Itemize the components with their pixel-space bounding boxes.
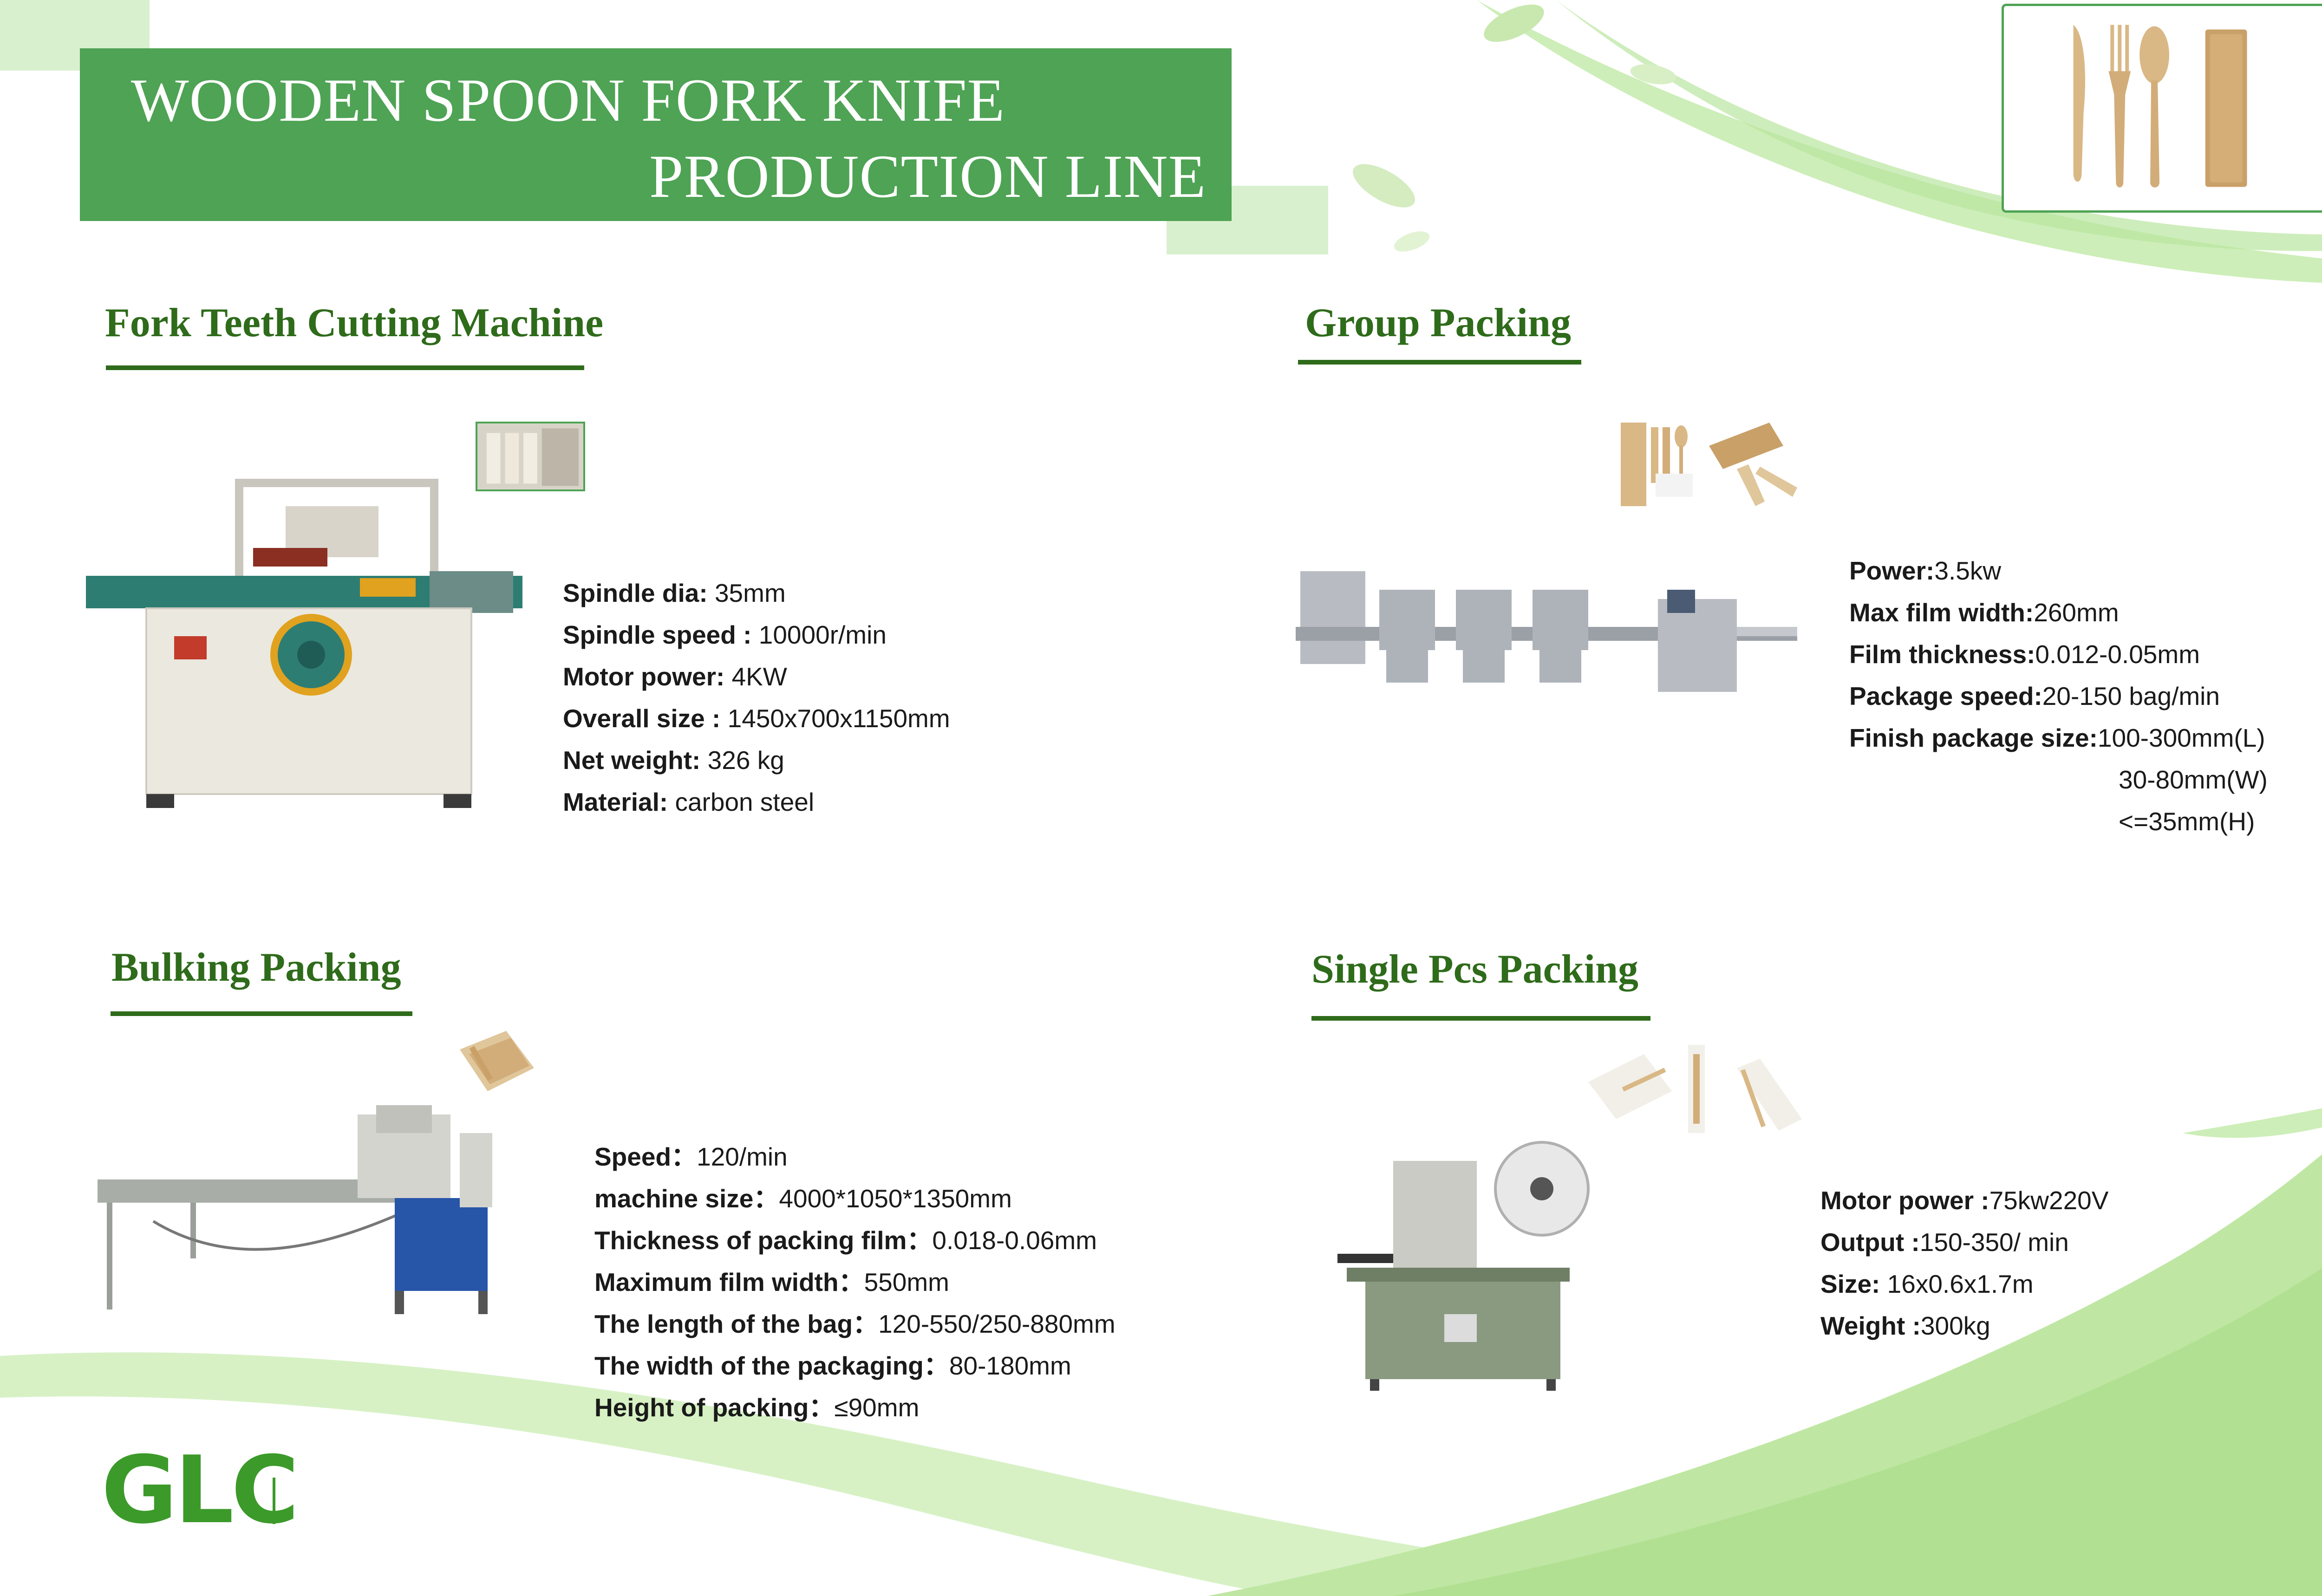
spec-row: Overall size : 1450x700x1150mm bbox=[563, 697, 950, 739]
section-underline-single-pcs bbox=[1311, 1016, 1650, 1021]
spec-label: Motor power : bbox=[1820, 1186, 1989, 1215]
spec-value: 120/min bbox=[697, 1142, 788, 1171]
spec-label: Overall size : bbox=[563, 704, 721, 733]
section-heading-group-packing: Group Packing bbox=[1305, 300, 1571, 345]
group-pack-samples-image bbox=[1616, 418, 1802, 511]
spec-value: 326 kg bbox=[700, 746, 784, 775]
spec-label: Film thickness: bbox=[1849, 640, 2035, 669]
spec-value: 80-180mm bbox=[949, 1351, 1071, 1380]
spec-row: Material: carbon steel bbox=[563, 781, 950, 823]
spec-label: Power: bbox=[1849, 556, 1935, 585]
spec-label: Speed： bbox=[594, 1142, 697, 1171]
spec-value: 35mm bbox=[707, 579, 786, 607]
spec-value: 120-550/250-880mm bbox=[878, 1309, 1115, 1338]
spec-value: 10000r/min bbox=[751, 620, 887, 649]
spec-row: Max film width:260mm bbox=[1849, 592, 2268, 633]
spec-value: 550mm bbox=[864, 1268, 949, 1296]
group-packing-specs: Power:3.5kw Max film width:260mm Film th… bbox=[1849, 550, 2268, 842]
single-pcs-specs: Motor power :75kw220V Output :150-350/ m… bbox=[1820, 1179, 2108, 1347]
bulking-packing-specs: Speed：120/min machine size：4000*1050*135… bbox=[594, 1136, 1115, 1428]
spec-row: Size: 16x0.6x1.7m bbox=[1820, 1263, 2108, 1305]
page-title-line-1: WOODEN SPOON FORK KNIFE bbox=[131, 66, 1005, 134]
spec-value: 260mm bbox=[2034, 598, 2119, 627]
spec-row: Thickness of packing film：0.018-0.06mm bbox=[594, 1219, 1115, 1261]
spec-row: Spindle speed : 10000r/min bbox=[563, 614, 950, 656]
spec-value: carbon steel bbox=[668, 788, 815, 816]
spec-row: Output :150-350/ min bbox=[1820, 1221, 2108, 1263]
section-heading-fork-teeth: Fork Teeth Cutting Machine bbox=[105, 300, 604, 345]
spec-row-continued: <=35mm(H) bbox=[2119, 807, 2255, 836]
spec-value: 3.5kw bbox=[1934, 556, 2002, 585]
spec-label: Weight : bbox=[1820, 1311, 1921, 1340]
spec-label: Maximum film width： bbox=[594, 1268, 864, 1296]
section-underline-group-packing bbox=[1298, 360, 1581, 365]
spec-label: Material: bbox=[563, 788, 668, 816]
single-pack-samples-image bbox=[1584, 1040, 1807, 1138]
spec-label: Net weight: bbox=[563, 746, 701, 775]
section-underline-fork-teeth bbox=[106, 365, 584, 370]
group-packing-machine-image bbox=[1296, 562, 1797, 701]
spec-value: 150-350/ min bbox=[1919, 1228, 2069, 1257]
section-underline-bulking-packing bbox=[111, 1011, 412, 1016]
spec-row: Film thickness:0.012-0.05mm bbox=[1849, 633, 2268, 675]
section-heading-single-pcs: Single Pcs Packing bbox=[1311, 947, 1639, 992]
brand-logo: GLC bbox=[101, 1436, 299, 1544]
cutlery-photo-frame bbox=[2002, 4, 2322, 213]
spec-label: machine size： bbox=[594, 1184, 779, 1213]
spec-row: Net weight: 326 kg bbox=[563, 739, 950, 781]
spec-value: 100-300mm(L) bbox=[2097, 723, 2265, 752]
spec-label: Spindle dia: bbox=[563, 579, 708, 607]
spec-label: Size: bbox=[1820, 1270, 1880, 1298]
wooden-cutlery-image bbox=[2073, 25, 2247, 188]
fork-teeth-cutting-machine-image bbox=[86, 478, 522, 813]
spec-row: The length of the bag：120-550/250-880mm bbox=[594, 1303, 1115, 1345]
spec-value: 20-150 bag/min bbox=[2042, 682, 2220, 710]
spec-label: The length of the bag： bbox=[594, 1309, 879, 1338]
logo-divider bbox=[273, 1478, 275, 1524]
spec-value: 4000*1050*1350mm bbox=[779, 1184, 1012, 1213]
spec-label: Package speed: bbox=[1849, 682, 2042, 710]
fork-blanks-thumbnail bbox=[476, 422, 585, 491]
page-title-line-2: PRODUCTION LINE bbox=[649, 142, 1207, 210]
spec-label: Spindle speed : bbox=[563, 620, 752, 649]
spec-label: The width of the packaging： bbox=[594, 1351, 949, 1380]
section-heading-bulking-packing: Bulking Packing bbox=[111, 945, 401, 990]
spec-row: The width of the packaging：80-180mm bbox=[594, 1345, 1115, 1387]
spec-label: Finish package size: bbox=[1849, 723, 2098, 752]
spec-label: Output : bbox=[1820, 1228, 1920, 1257]
spec-row: machine size：4000*1050*1350mm bbox=[594, 1178, 1115, 1219]
spec-label: Height of packing： bbox=[594, 1393, 835, 1422]
spec-value: 16x0.6x1.7m bbox=[1880, 1270, 2034, 1298]
title-banner: WOODEN SPOON FORK KNIFE PRODUCTION LINE bbox=[80, 48, 1232, 221]
spec-row: Finish package size:100-300mm(L) bbox=[1849, 717, 2268, 759]
spec-row: Spindle dia: 35mm bbox=[563, 572, 950, 614]
spec-value: 4KW bbox=[724, 662, 787, 691]
single-pcs-packing-machine-image bbox=[1337, 1138, 1602, 1393]
spec-row: Power:3.5kw bbox=[1849, 550, 2268, 592]
spec-label: Motor power: bbox=[563, 662, 725, 691]
spec-value: 0.018-0.06mm bbox=[932, 1226, 1097, 1255]
spec-value: 75kw220V bbox=[1989, 1186, 2109, 1215]
spec-row: Maximum film width：550mm bbox=[594, 1261, 1115, 1303]
spec-row: Motor power: 4KW bbox=[563, 656, 950, 697]
spec-value: 1450x700x1150mm bbox=[720, 704, 950, 733]
spec-row: Height of packing：≤90mm bbox=[594, 1387, 1115, 1428]
spec-label: Max film width: bbox=[1849, 598, 2034, 627]
spec-row: Motor power :75kw220V bbox=[1820, 1179, 2108, 1221]
spec-row: Weight :300kg bbox=[1820, 1305, 2108, 1347]
bulking-packing-machine-image bbox=[98, 1105, 502, 1323]
fork-teeth-specs: Spindle dia: 35mm Spindle speed : 10000r… bbox=[563, 572, 950, 823]
spec-row-continued: 30-80mm(W) bbox=[2119, 765, 2268, 794]
spec-value: 300kg bbox=[1920, 1311, 1990, 1340]
spec-row: Speed：120/min bbox=[594, 1136, 1115, 1178]
spec-value: 0.012-0.05mm bbox=[2035, 640, 2200, 669]
spec-row: Package speed:20-150 bag/min bbox=[1849, 675, 2268, 717]
spec-value: ≤90mm bbox=[834, 1393, 920, 1422]
spec-label: Thickness of packing film： bbox=[594, 1226, 933, 1255]
bulk-pack-samples-image bbox=[450, 1026, 539, 1096]
